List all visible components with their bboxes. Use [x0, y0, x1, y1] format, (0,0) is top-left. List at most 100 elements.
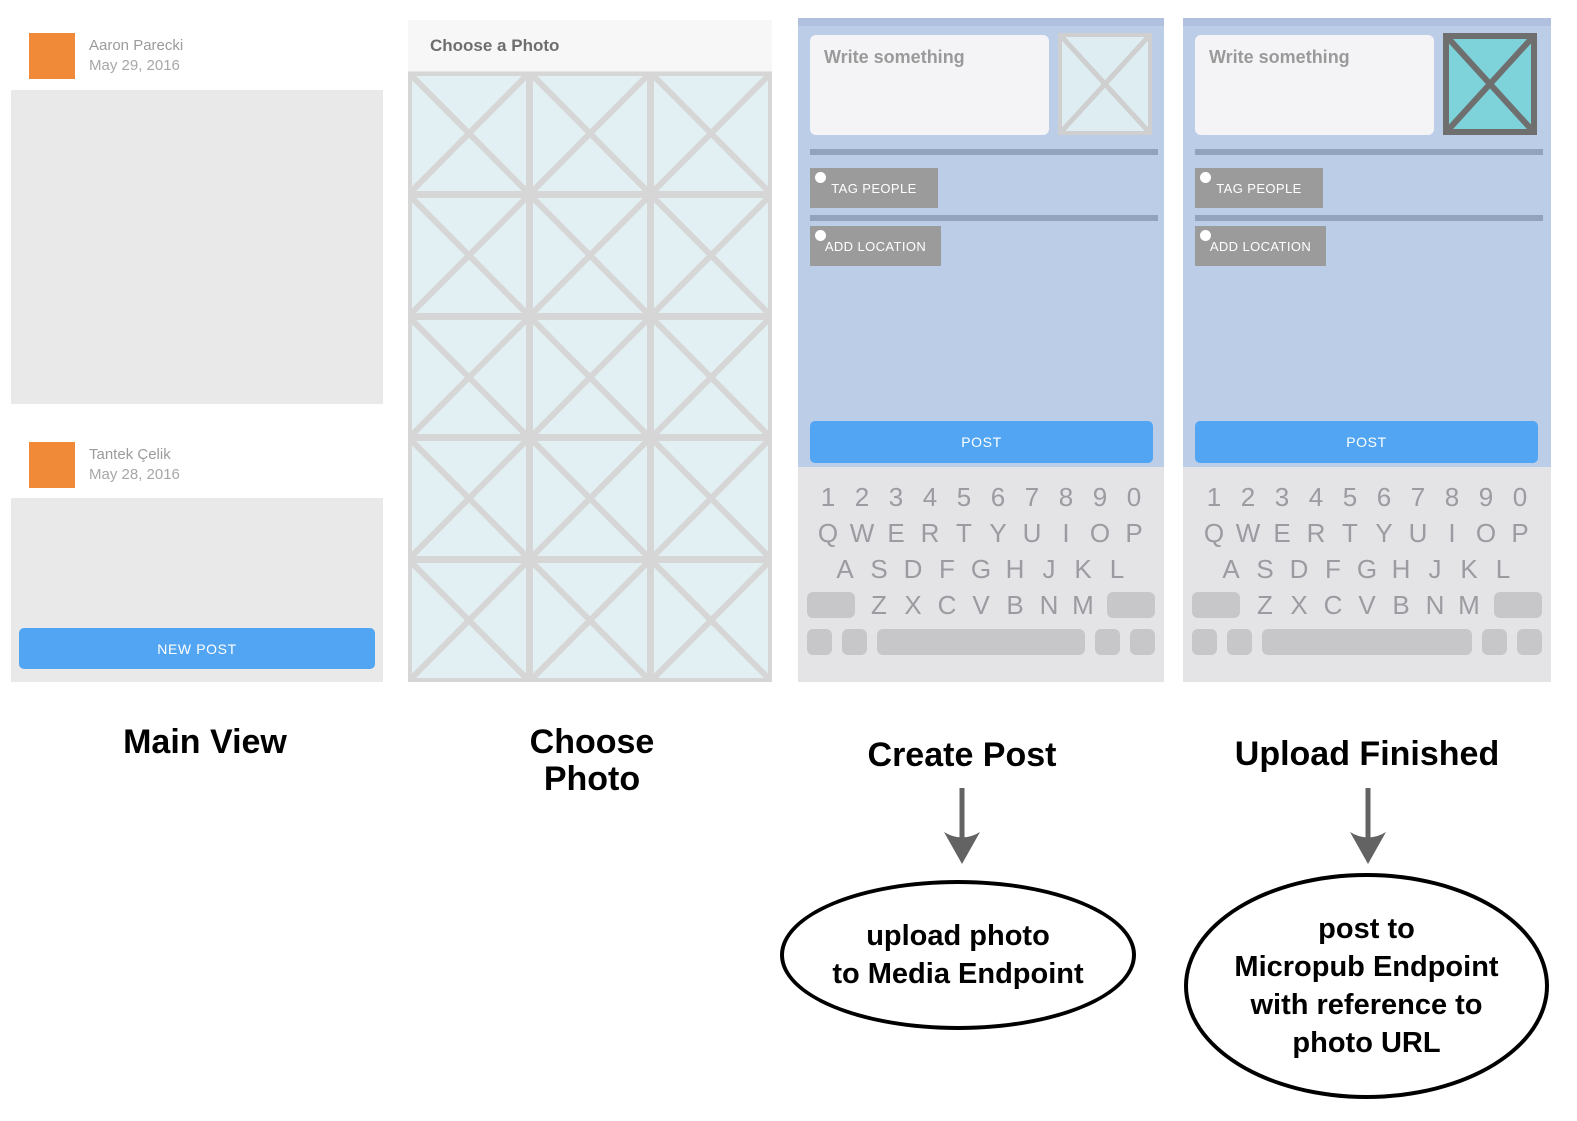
key-j[interactable]: J — [1428, 553, 1442, 584]
key-f[interactable]: F — [1325, 553, 1341, 584]
key-e[interactable]: E — [1273, 517, 1291, 548]
key-g[interactable]: G — [970, 553, 992, 584]
key-5[interactable]: 5 — [956, 481, 972, 512]
key-3[interactable]: 3 — [888, 481, 904, 512]
key-4[interactable]: 4 — [922, 481, 938, 512]
emoji-key[interactable] — [1227, 629, 1252, 655]
key-d[interactable]: D — [1289, 553, 1309, 584]
key-0[interactable]: 0 — [1512, 481, 1528, 512]
shift-key[interactable] — [1192, 592, 1240, 618]
photo-grid-cell[interactable] — [412, 197, 526, 313]
key-g[interactable]: G — [1356, 553, 1378, 584]
key-v[interactable]: V — [1358, 589, 1376, 620]
key-1[interactable]: 1 — [1206, 481, 1222, 512]
key-d[interactable]: D — [903, 553, 923, 584]
key-r[interactable]: R — [920, 517, 940, 548]
key-y[interactable]: Y — [989, 517, 1007, 548]
key-v[interactable]: V — [972, 589, 990, 620]
photo-grid-cell[interactable] — [654, 197, 768, 313]
key-o[interactable]: O — [1089, 517, 1111, 548]
spacebar-key[interactable] — [1262, 629, 1472, 655]
key-b[interactable]: B — [1006, 589, 1024, 620]
key-6[interactable]: 6 — [990, 481, 1006, 512]
key-5[interactable]: 5 — [1342, 481, 1358, 512]
key-r[interactable]: R — [1306, 517, 1326, 548]
key-h[interactable]: H — [1391, 553, 1411, 584]
key-o[interactable]: O — [1475, 517, 1497, 548]
photo-grid-cell[interactable] — [654, 319, 768, 435]
photo-grid-cell[interactable] — [533, 563, 647, 678]
key-8[interactable]: 8 — [1444, 481, 1460, 512]
key-i[interactable]: I — [1062, 517, 1070, 548]
symbols-key[interactable] — [1192, 629, 1217, 655]
key-c[interactable]: C — [937, 589, 957, 620]
photo-grid-cell[interactable] — [412, 76, 526, 191]
key-4[interactable]: 4 — [1308, 481, 1324, 512]
key-3[interactable]: 3 — [1274, 481, 1290, 512]
photo-grid-cell[interactable] — [533, 319, 647, 435]
key-k[interactable]: K — [1074, 553, 1092, 584]
key-a[interactable]: A — [836, 553, 854, 584]
key-u[interactable]: U — [1022, 517, 1042, 548]
return-key[interactable] — [1130, 629, 1155, 655]
key-9[interactable]: 9 — [1092, 481, 1108, 512]
return-key[interactable] — [1517, 629, 1542, 655]
key-l[interactable]: L — [1109, 553, 1125, 584]
add-location-button[interactable]: ADD LOCATION — [1195, 226, 1326, 266]
key-t[interactable]: T — [956, 517, 972, 548]
key-t[interactable]: T — [1342, 517, 1358, 548]
photo-grid-cell[interactable] — [412, 319, 526, 435]
key-0[interactable]: 0 — [1126, 481, 1142, 512]
tag-people-button[interactable]: TAG PEOPLE — [810, 168, 938, 208]
photo-grid-cell[interactable] — [412, 441, 526, 557]
key-u[interactable]: U — [1408, 517, 1428, 548]
spacebar-key[interactable] — [877, 629, 1085, 655]
key-a[interactable]: A — [1222, 553, 1240, 584]
key-c[interactable]: C — [1323, 589, 1343, 620]
key-9[interactable]: 9 — [1478, 481, 1494, 512]
key-l[interactable]: L — [1495, 553, 1511, 584]
key-2[interactable]: 2 — [854, 481, 870, 512]
photo-grid-cell[interactable] — [533, 197, 647, 313]
key-w[interactable]: W — [1235, 517, 1261, 548]
key-1[interactable]: 1 — [820, 481, 836, 512]
emoji-key[interactable] — [842, 629, 867, 655]
mic-key[interactable] — [1095, 629, 1120, 655]
key-m[interactable]: M — [1072, 589, 1094, 620]
new-post-button[interactable]: NEW POST — [19, 628, 375, 669]
photo-grid-cell[interactable] — [654, 76, 768, 191]
key-7[interactable]: 7 — [1410, 481, 1426, 512]
shift-key[interactable] — [807, 592, 855, 618]
key-m[interactable]: M — [1458, 589, 1480, 620]
mic-key[interactable] — [1482, 629, 1507, 655]
key-p[interactable]: P — [1511, 517, 1529, 548]
photo-grid-cell[interactable] — [654, 563, 768, 678]
key-q[interactable]: Q — [817, 517, 839, 548]
key-x[interactable]: X — [904, 589, 922, 620]
add-location-button[interactable]: ADD LOCATION — [810, 226, 941, 266]
photo-grid-cell[interactable] — [533, 76, 647, 191]
post-button[interactable]: POST — [1195, 421, 1538, 463]
photo-grid-cell[interactable] — [412, 563, 526, 678]
key-z[interactable]: Z — [1257, 589, 1273, 620]
write-something-input[interactable] — [810, 35, 1049, 135]
key-j[interactable]: J — [1042, 553, 1056, 584]
key-s[interactable]: S — [870, 553, 888, 584]
key-h[interactable]: H — [1005, 553, 1025, 584]
photo-grid-cell[interactable] — [533, 441, 647, 557]
key-6[interactable]: 6 — [1376, 481, 1392, 512]
key-f[interactable]: F — [939, 553, 955, 584]
key-8[interactable]: 8 — [1058, 481, 1074, 512]
key-z[interactable]: Z — [871, 589, 887, 620]
key-2[interactable]: 2 — [1240, 481, 1256, 512]
key-k[interactable]: K — [1460, 553, 1478, 584]
key-x[interactable]: X — [1290, 589, 1308, 620]
key-n[interactable]: N — [1425, 589, 1445, 620]
photo-grid-cell[interactable] — [654, 441, 768, 557]
key-w[interactable]: W — [849, 517, 875, 548]
post-button[interactable]: POST — [810, 421, 1153, 463]
key-q[interactable]: Q — [1203, 517, 1225, 548]
key-y[interactable]: Y — [1375, 517, 1393, 548]
key-e[interactable]: E — [887, 517, 905, 548]
key-p[interactable]: P — [1125, 517, 1143, 548]
